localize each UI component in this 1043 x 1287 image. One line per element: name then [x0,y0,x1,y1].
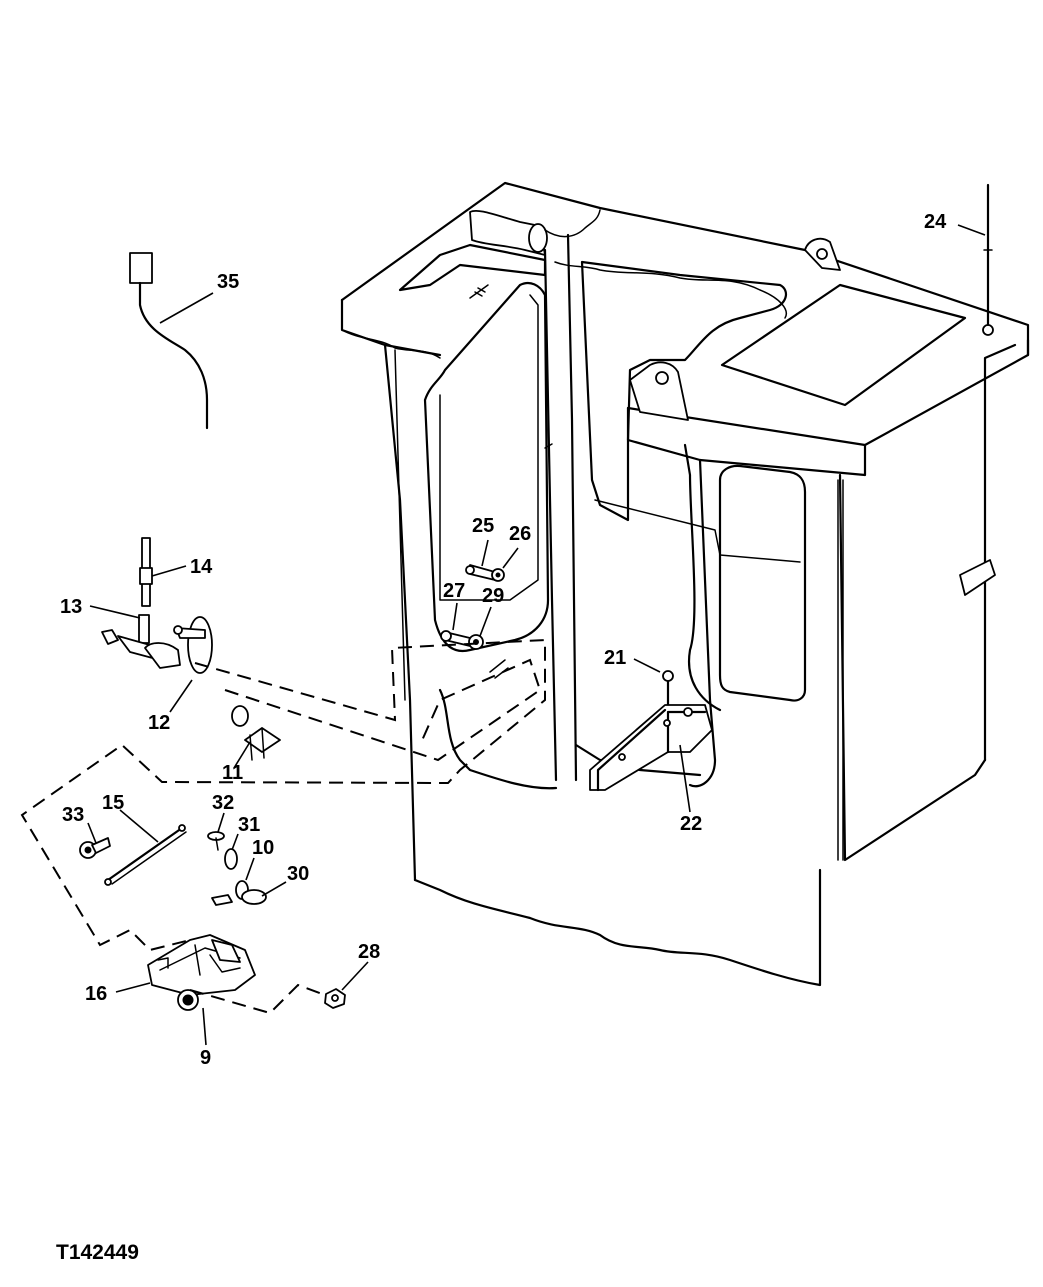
callout-33: 33 [62,804,84,826]
callout-25: 25 [472,515,494,537]
callout-16: 16 [85,983,107,1005]
parts-10-30-32 [207,831,267,906]
callout-12: 12 [148,712,170,734]
part-11 [231,705,281,761]
callout-35: 35 [217,271,239,293]
parts-21-22-bracket [589,670,713,792]
callout-26: 26 [509,523,531,545]
callout-21: 21 [604,647,626,669]
leader-lines [87,224,986,1046]
callout-15: 15 [102,792,124,814]
part-33 [79,837,111,859]
callout-31: 31 [238,814,260,836]
callout-14: 14 [190,556,213,578]
parts-12-14-switch [101,537,213,674]
callout-labels: 24 35 25 26 14 13 27 29 21 12 11 22 32 3… [60,211,947,1069]
part-35-harness [129,252,209,430]
callout-28: 28 [358,941,380,963]
cab-body [340,181,1030,987]
part-16-9-motor [147,934,256,1011]
callout-11: 11 [222,762,243,784]
callout-27: 27 [443,580,465,602]
callout-24: 24 [924,211,947,233]
part-24-antenna [982,183,994,336]
callout-10: 10 [252,837,274,859]
dashed-assembly-lines [20,638,546,1015]
callout-22: 22 [680,813,702,835]
part-15-wiper [104,824,187,886]
part-28-nut [324,988,346,1009]
figure-reference-code: T142449 [56,1241,139,1264]
callout-29: 29 [482,585,504,607]
callout-30: 30 [287,863,309,885]
parts-25-29-fasteners [440,564,509,679]
callout-9: 9 [200,1047,211,1069]
callout-32: 32 [212,792,234,814]
callout-13: 13 [60,596,82,618]
